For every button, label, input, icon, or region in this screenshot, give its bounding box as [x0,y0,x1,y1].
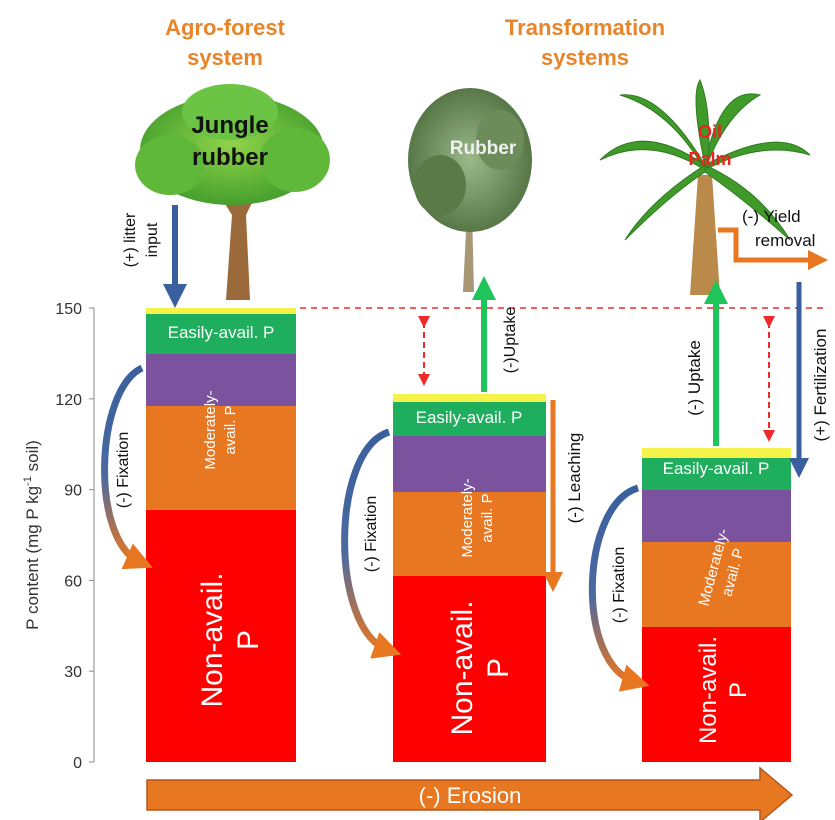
moderately-avail-pool-upper [642,490,791,542]
y-tick-label: 90 [64,483,82,500]
col1-nonavail-line1: Non-avail. [196,572,229,707]
oil-palm-label-line1: Oil [698,122,722,142]
col2-easily-label: Easily-avail. P [416,408,523,427]
moderately-avail-pool-upper [393,436,546,492]
y-axis: 0 30 60 90 120 150 P content (mg P kg-1 soil) [22,301,95,772]
col2-fixation-arrow [341,428,402,659]
jungle-rubber-label-line1: Jungle [191,112,268,139]
moderately-avail-pool-lower [393,492,546,576]
jungle-rubber-label: Jungle rubber [191,112,268,171]
oil-palm-soil-column [642,448,791,762]
fertilization-label: (+) Fertilization [811,329,830,442]
yield-removal-label: (-) Yield removal [742,207,815,250]
col3-fixation-label: (-) Fixation [611,547,628,623]
col1-fixation-label: (-) Fixation [115,432,132,508]
col2-nonavail-line2: P [482,658,515,678]
col1-fixation-arrow [101,364,153,570]
col1-moderately-label: Moderately- avail. P [202,390,239,469]
transformation-title: Transformation systems [505,15,665,70]
non-avail-pool [146,510,296,762]
col3-easily-label: Easily-avail. P [663,459,770,478]
jungle-rubber-soil-column [146,308,296,762]
easily-avail-pool [393,402,546,436]
y-tick-label: 60 [64,573,82,590]
moderately-avail-pool-lower [146,406,296,510]
top-band [146,308,296,314]
rubber-uptake-label: (-)Uptake [502,307,519,374]
litter-input-line2: input [144,222,161,257]
col3-fixation-arrow [588,484,650,692]
leaching-label: (-) Leaching [565,433,584,524]
col1-easily-label: Easily-avail. P [168,323,275,342]
y-tick-label: 150 [55,301,82,318]
y-axis-label: P content (mg P kg-1 soil) [22,440,42,630]
y-tick-label: 120 [55,392,82,409]
yield-removal-line2: removal [755,231,815,250]
col1-moderately-line2: avail. P [222,405,239,454]
col2-moderately-label: Moderately- avail. P [459,478,496,557]
col2-fixation-label: (-) Fixation [363,496,380,572]
erosion-label: (-) Erosion [419,783,522,808]
litter-input-line1: (+) litter [122,212,139,267]
top-band [393,394,546,402]
litter-input-label: (+) litter input [122,212,161,267]
transformation-title-line2: systems [541,45,629,70]
rubber-label: Rubber [450,138,517,159]
moderately-avail-pool-lower [642,542,791,627]
y-tick-label: 0 [73,755,82,772]
oil-palm-label: Oil Palm [688,122,731,169]
palm-uptake-label: (-) Uptake [685,340,704,416]
agro-forest-title: Agro-forest system [165,15,285,70]
col2-moderately-line1: Moderately- [459,478,476,557]
yield-removal-line1: (-) Yield [742,207,801,226]
col3-nonavail-label: Non-avail. P [695,636,752,744]
rubber-soil-column [393,394,546,762]
y-axis-ticks: 0 30 60 90 120 150 [55,301,94,772]
easily-avail-pool [642,458,791,490]
oil-palm-icon [599,78,811,295]
col3-nonavail-line1: Non-avail. [695,636,722,744]
y-tick-label: 30 [64,664,82,681]
erosion-arrow [146,766,794,820]
col1-nonavail-label: Non-avail. P [196,572,265,707]
col1-nonavail-line2: P [232,630,265,650]
col1-moderately-line1: Moderately- [202,390,219,469]
rubber-tree-icon [408,88,532,292]
agro-forest-title-line2: system [187,45,263,70]
col2-moderately-line2: avail. P [479,493,496,542]
non-avail-pool [393,576,546,762]
col2-nonavail-line1: Non-avail. [446,600,479,735]
moderately-avail-pool-upper [146,354,296,406]
jungle-rubber-label-line2: rubber [192,144,268,171]
oil-palm-label-line2: Palm [688,149,731,169]
non-avail-pool [642,627,791,762]
col3-nonavail-line2: P [725,682,752,698]
transformation-title-line1: Transformation [505,15,665,40]
easily-avail-pool [146,314,296,354]
top-band [642,448,791,458]
col2-nonavail-label: Non-avail. P [446,600,515,735]
jungle-rubber-tree-icon [135,84,330,300]
agro-forest-title-line1: Agro-forest [165,15,285,40]
yield-removal-arrow [718,227,828,270]
